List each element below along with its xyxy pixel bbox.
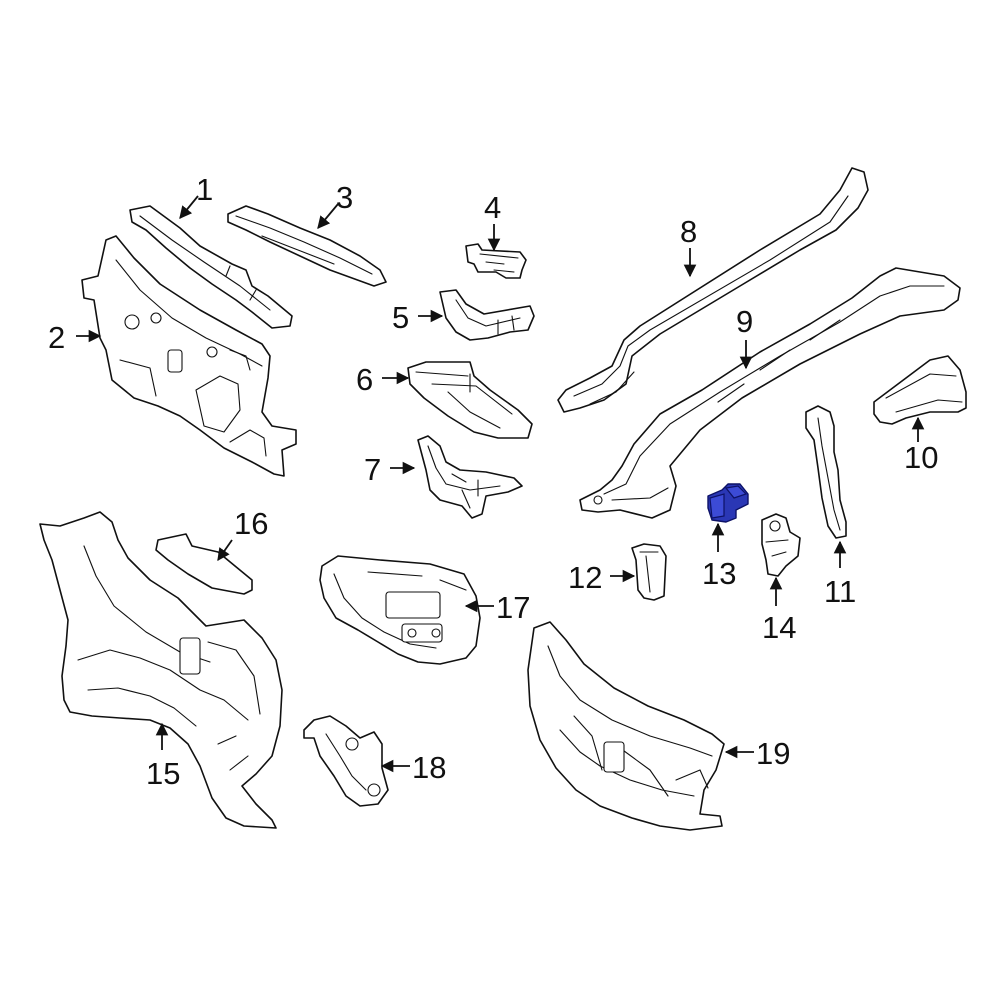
- callout-15: 15: [146, 756, 180, 791]
- callout-16: 16: [234, 506, 268, 541]
- part-11[interactable]: [805, 405, 847, 539]
- callout-5: 5: [392, 300, 409, 335]
- part-2[interactable]: [81, 235, 297, 477]
- part-3[interactable]: [227, 205, 387, 287]
- callout-labels: 1 2 3 4 5 6 7 8 9 10 11 12 13 14 15 16 1…: [48, 172, 938, 791]
- part-7[interactable]: [417, 435, 523, 519]
- callout-14: 14: [762, 610, 796, 645]
- part-1[interactable]: [129, 205, 293, 329]
- callout-4: 4: [484, 190, 501, 225]
- part-8[interactable]: [557, 167, 869, 413]
- callout-6: 6: [356, 362, 373, 397]
- callout-3: 3: [336, 180, 353, 215]
- callout-12: 12: [568, 560, 602, 595]
- part-10[interactable]: [873, 355, 967, 425]
- callout-9: 9: [736, 304, 753, 339]
- part-12[interactable]: [631, 543, 667, 601]
- callout-18: 18: [412, 750, 446, 785]
- part-6[interactable]: [407, 361, 533, 439]
- part-14[interactable]: [761, 513, 801, 577]
- callout-7: 7: [364, 452, 381, 487]
- part-15[interactable]: [39, 511, 283, 829]
- callout-13: 13: [702, 556, 736, 591]
- callout-2: 2: [48, 320, 65, 355]
- callout-10: 10: [904, 440, 938, 475]
- part-17[interactable]: [319, 555, 481, 665]
- callout-17: 17: [496, 590, 530, 625]
- leader-16: [217, 539, 233, 562]
- callout-1: 1: [196, 172, 213, 207]
- callout-8: 8: [680, 214, 697, 249]
- part-4[interactable]: [465, 243, 527, 279]
- part-5[interactable]: [439, 289, 535, 341]
- leader-lines: [76, 195, 925, 773]
- part-9[interactable]: [579, 267, 961, 519]
- callout-19: 19: [756, 736, 790, 771]
- part-16[interactable]: [155, 533, 253, 595]
- leader-3: [317, 203, 339, 229]
- part-19[interactable]: [527, 621, 725, 831]
- part-18[interactable]: [303, 715, 389, 807]
- leader-1: [179, 195, 199, 219]
- part-13[interactable]: [707, 483, 749, 523]
- callout-11: 11: [824, 574, 856, 609]
